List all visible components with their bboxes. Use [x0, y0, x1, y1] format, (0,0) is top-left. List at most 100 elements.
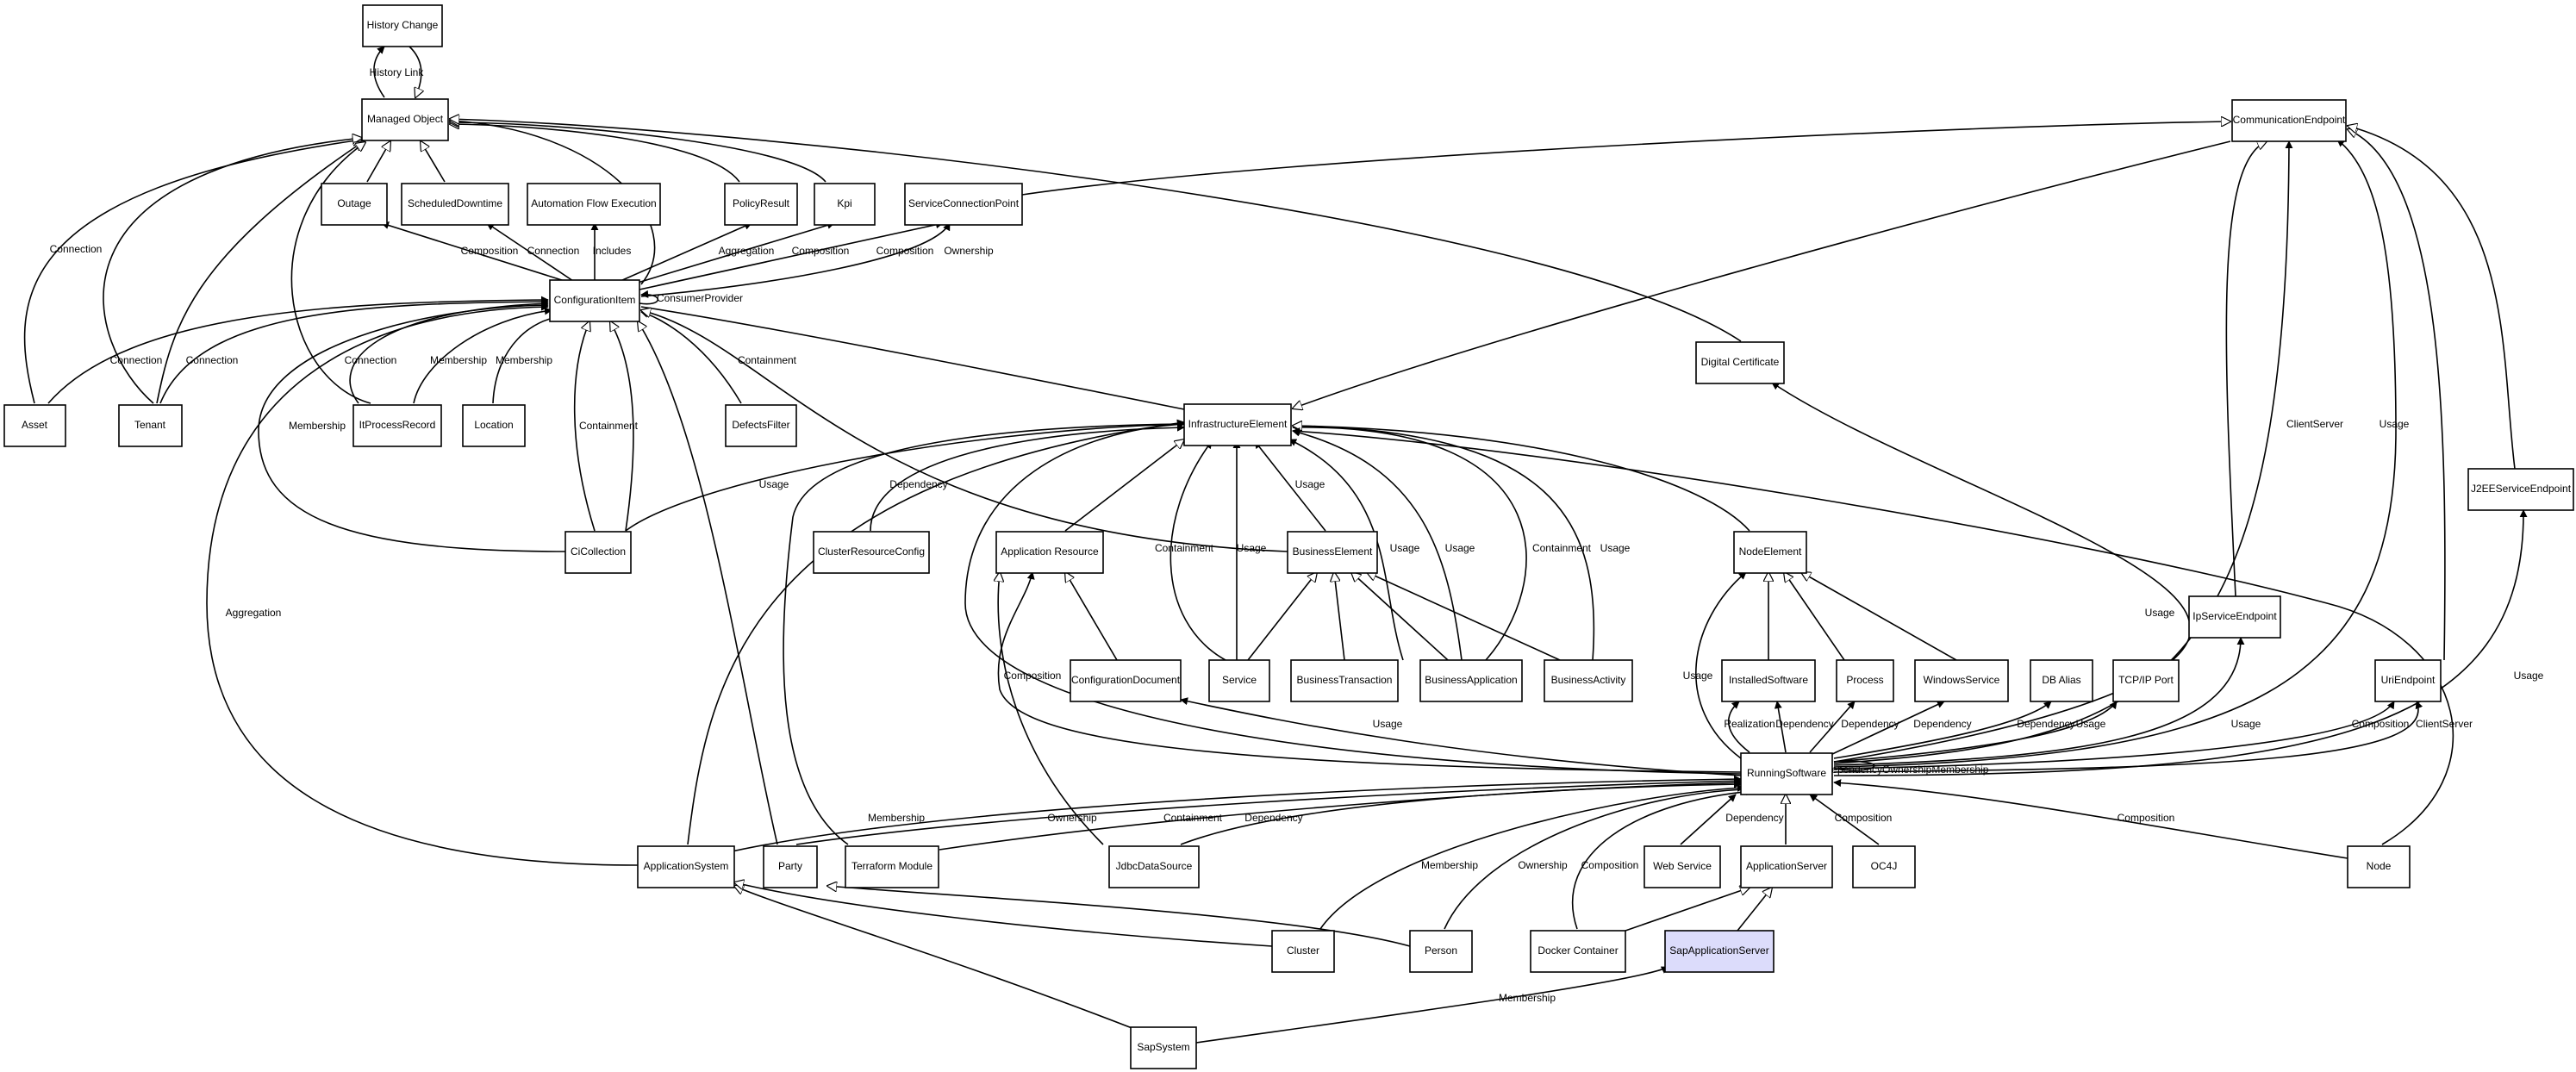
edge-label-containment-cicollection: Containment — [579, 420, 639, 432]
node-cluster[interactable]: Cluster — [1271, 930, 1335, 973]
node-j2ee-service-endpoint[interactable]: J2EEServiceEndpoint — [2467, 468, 2574, 511]
node-db-alias[interactable]: DB Alias — [2030, 659, 2093, 702]
node-cluster-resource-config[interactable]: ClusterResourceConfig — [813, 531, 930, 574]
node-node-element[interactable]: NodeElement — [1733, 531, 1807, 574]
node-person[interactable]: Person — [1409, 930, 1473, 973]
edge-label-membership-itprocess: Membership — [430, 354, 487, 366]
node-label: Tenant — [134, 419, 166, 431]
node-business-element[interactable]: BusinessElement — [1287, 531, 1378, 574]
node-installed-software[interactable]: InstalledSoftware — [1721, 659, 1816, 702]
node-tcpip-port[interactable]: TCP/IP Port — [2112, 659, 2180, 702]
edge-asset-connection-ci: Connection — [47, 296, 549, 404]
node-label: TCP/IP Port — [2118, 674, 2174, 686]
node-docker-container[interactable]: Docker Container — [1530, 930, 1626, 973]
node-application-resource[interactable]: Application Resource — [995, 531, 1104, 574]
node-party[interactable]: Party — [763, 845, 818, 888]
edge-nodeelement-generalization-infra — [1293, 426, 1750, 532]
edge-label-usage-communication: Usage — [2380, 418, 2410, 430]
edge-rs-usage-digitalcert: Usage — [1771, 382, 2192, 763]
edge-ci-ownership-scp: Ownership — [640, 222, 994, 297]
node-sap-application-server[interactable]: SapApplicationServer — [1664, 930, 1775, 973]
node-label: Kpi — [837, 197, 851, 209]
edge-party-ownership-rs: Ownership — [795, 776, 1742, 845]
node-ip-service-endpoint[interactable]: IpServiceEndpoint — [2188, 595, 2281, 639]
node-it-process-record[interactable]: ItProcessRecord — [352, 404, 442, 447]
edge-label-containment-terraform: Containment — [1163, 812, 1223, 824]
node-policy-result[interactable]: PolicyResult — [724, 183, 798, 226]
node-kpi[interactable]: Kpi — [814, 183, 876, 226]
edge-rs-realization-installed: Realization — [1724, 701, 1775, 753]
node-managed-object[interactable]: Managed Object — [361, 98, 449, 141]
node-scheduled-downtime[interactable]: ScheduledDowntime — [401, 183, 509, 226]
node-label: Managed Object — [367, 113, 444, 125]
node-label: CommunicationEndpoint — [2233, 114, 2346, 126]
node-configuration-document[interactable]: ConfigurationDocument — [1070, 659, 1182, 702]
edge-ipservice-generalization-communication — [2225, 141, 2267, 597]
node-digital-certificate[interactable]: Digital Certificate — [1695, 341, 1785, 384]
node-label: History Change — [367, 19, 439, 31]
edge-ci-connection-downtime: Connection — [486, 222, 580, 282]
edge-rs-clientserver-communication: ClientServer — [1833, 140, 2343, 764]
edge-docker-composition-rs: Composition — [1571, 788, 1754, 930]
edge-label-usage-tcpip: Usage — [2076, 718, 2106, 730]
node-service-connection-point[interactable]: ServiceConnectionPoint — [904, 183, 1023, 226]
node-business-application[interactable]: BusinessApplication — [1419, 659, 1523, 702]
edge-cluster-membership-rs: Membership — [1319, 783, 1745, 930]
edge-label-ownership-party: Ownership — [1047, 812, 1097, 824]
edge-label-membership-cluster: Membership — [1421, 859, 1478, 871]
edge-label-connection-asset: Connection — [110, 354, 163, 366]
edge-label-usage-j2ee: Usage — [2514, 670, 2544, 682]
node-terraform-module[interactable]: Terraform Module — [845, 845, 939, 888]
edge-j2ee-generalization-communication — [2348, 126, 2516, 470]
node-service[interactable]: Service — [1208, 659, 1270, 702]
edge-label-usage-ipservice: Usage — [2231, 718, 2261, 730]
node-label: InfrastructureElement — [1188, 418, 1288, 430]
node-history-change[interactable]: History Change — [362, 4, 443, 47]
edge-label-connection-downtime: Connection — [527, 245, 580, 257]
node-windows-service[interactable]: WindowsService — [1914, 659, 2009, 702]
edge-label-composition-uri: Composition — [2352, 718, 2410, 730]
edge-outage-generalization — [366, 141, 390, 183]
node-web-service[interactable]: Web Service — [1644, 845, 1721, 888]
edge-label-composition-oc4j: Composition — [1835, 812, 1893, 824]
edge-rs-clientserver-uri: ClientServer — [1833, 701, 2473, 773]
node-tenant[interactable]: Tenant — [118, 404, 183, 447]
node-infrastructure-element[interactable]: InfrastructureElement — [1183, 403, 1292, 446]
edge-kpi-to-managed-object — [450, 122, 826, 183]
node-oc4j[interactable]: OC4J — [1852, 845, 1916, 888]
edge-label-consumer-provider: ConsumerProvider — [657, 292, 743, 304]
edge-tenant-to-managed-object-2 — [156, 141, 364, 404]
node-outage[interactable]: Outage — [321, 183, 388, 226]
edge-label-dependency-installed: Dependency — [1775, 718, 1833, 730]
edge-label-ownership-person: Ownership — [1518, 859, 1568, 871]
node-defects-filter[interactable]: DefectsFilter — [725, 404, 797, 447]
node-application-server[interactable]: ApplicationServer — [1740, 845, 1833, 888]
node-business-transaction[interactable]: BusinessTransaction — [1290, 659, 1399, 702]
node-sap-system[interactable]: SapSystem — [1130, 1026, 1197, 1069]
edge-itprocess-connection-ci: Connection — [345, 299, 549, 404]
node-label: Process — [1846, 674, 1883, 686]
node-business-activity[interactable]: BusinessActivity — [1544, 659, 1633, 702]
node-ci-collection[interactable]: CiCollection — [564, 531, 632, 574]
node-asset[interactable]: Asset — [3, 404, 66, 447]
edge-clusterresource-dependency-infra: Dependency — [870, 423, 1185, 532]
node-node[interactable]: Node — [2347, 845, 2411, 888]
node-uri-endpoint[interactable]: UriEndpoint — [2374, 659, 2442, 702]
node-label: Service — [1222, 674, 1257, 686]
nodes: History Change Managed Object Outage Sch… — [3, 4, 2574, 1069]
node-application-system[interactable]: ApplicationSystem — [637, 845, 735, 888]
node-communication-endpoint[interactable]: CommunicationEndpoint — [2231, 99, 2347, 142]
node-label: Outage — [337, 197, 371, 209]
node-location[interactable]: Location — [462, 404, 526, 447]
edge-label-connection: Connection — [50, 243, 103, 255]
edge-ci-composition-scp: Composition — [639, 221, 944, 290]
node-configuration-item[interactable]: ConfigurationItem — [549, 279, 640, 322]
node-jdbc-data-source[interactable]: JdbcDataSource — [1108, 845, 1200, 888]
edge-service-containment-infra: Containment — [1155, 440, 1226, 661]
edge-label-usage-businessactivity: Usage — [1600, 542, 1631, 554]
node-label: BusinessActivity — [1551, 674, 1626, 686]
edge-runningsoftware-usage-configdoc: Usage — [1180, 697, 1742, 776]
node-automation-flow-execution[interactable]: Automation Flow Execution — [527, 183, 661, 226]
node-process[interactable]: Process — [1836, 659, 1894, 702]
node-running-software[interactable]: RunningSoftware — [1740, 752, 1833, 795]
